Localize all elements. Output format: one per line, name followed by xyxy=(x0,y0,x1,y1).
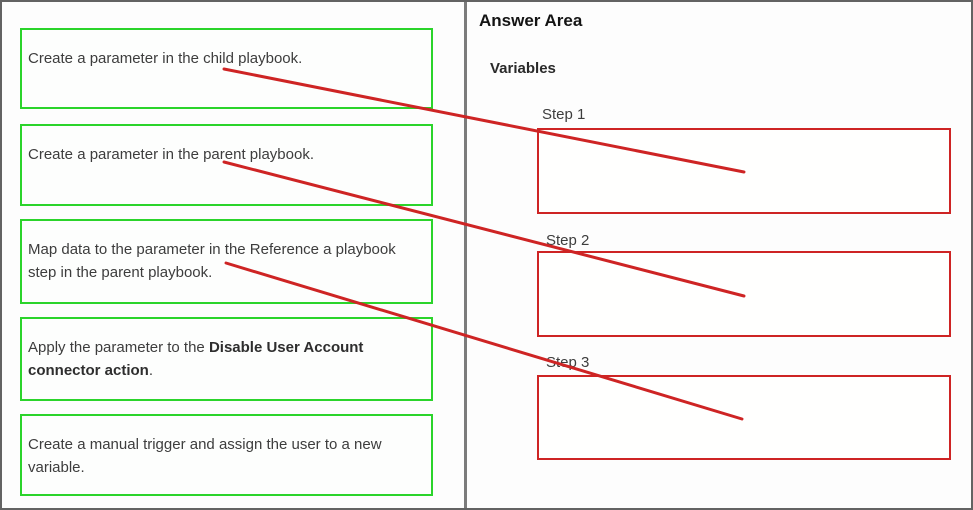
step-2-dropzone[interactable] xyxy=(537,251,951,337)
step-1-label: Step 1 xyxy=(542,106,586,123)
option-text: Create a parameter in the child playbook… xyxy=(28,50,303,67)
step-3-label: Step 3 xyxy=(546,354,590,371)
step-3-dropzone[interactable] xyxy=(537,375,951,460)
option-text: Map data to the parameter in the Referen… xyxy=(28,241,396,281)
answer-area-title: Answer Area xyxy=(479,11,583,30)
option-card-4[interactable]: Apply the parameter to the Disable User … xyxy=(20,317,433,401)
option-text: Apply the parameter to the Disable User … xyxy=(28,339,364,379)
step-1-dropzone[interactable] xyxy=(537,128,951,214)
variables-group-label: Variables xyxy=(490,60,556,77)
option-card-5[interactable]: Create a manual trigger and assign the u… xyxy=(20,414,433,496)
panel-divider xyxy=(464,2,467,508)
option-text: Create a manual trigger and assign the u… xyxy=(28,436,382,476)
step-2-label: Step 2 xyxy=(546,232,590,249)
option-card-1[interactable]: Create a parameter in the child playbook… xyxy=(20,28,433,109)
option-card-3[interactable]: Map data to the parameter in the Referen… xyxy=(20,219,433,304)
option-text: Create a parameter in the parent playboo… xyxy=(28,146,315,163)
option-card-2[interactable]: Create a parameter in the parent playboo… xyxy=(20,124,433,206)
